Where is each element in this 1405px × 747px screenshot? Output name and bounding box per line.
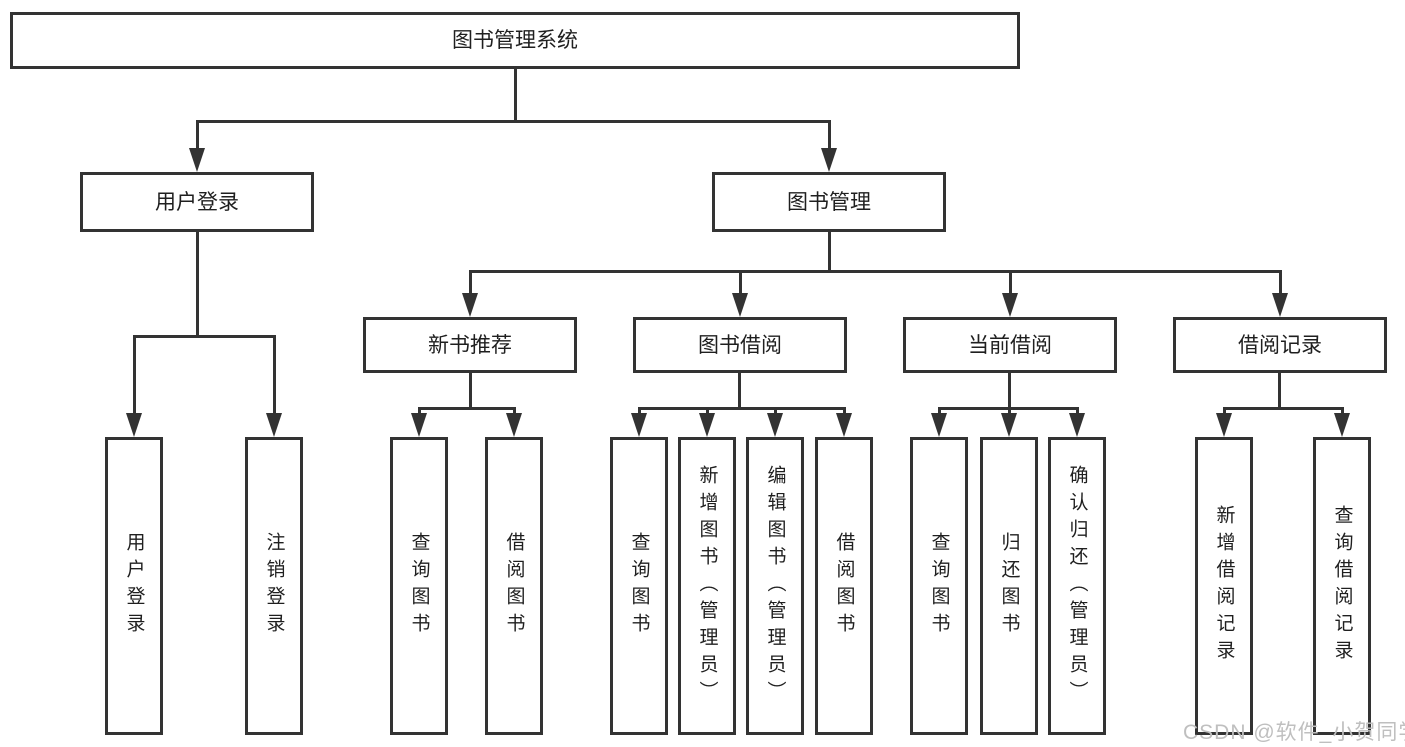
arrow-down-icon	[1272, 293, 1288, 317]
node-book-management: 图书管理	[712, 172, 946, 232]
arrow-down-icon	[931, 413, 947, 437]
node-new-book-recommendation: 新书推荐	[363, 317, 577, 373]
connector-userlogin-rail	[133, 335, 276, 338]
csdn-watermark: CSDN @软件_小贺同学	[1183, 721, 1405, 744]
connector-root-rail	[196, 120, 831, 123]
leaf-edit-books-admin: 编辑图书（管理员）	[746, 437, 804, 735]
connector-current-stem	[1008, 372, 1011, 410]
node-user-login: 用户登录	[80, 172, 314, 232]
arrow-down-icon	[732, 293, 748, 317]
leaf-confirm-return-admin: 确认归还（管理员）	[1048, 437, 1106, 735]
connector-records-stem	[1278, 372, 1281, 410]
node-borrowing-records: 借阅记录	[1173, 317, 1387, 373]
arrow-down-icon	[821, 148, 837, 172]
arrow-down-icon	[189, 148, 205, 172]
arrow-down-icon	[126, 413, 142, 437]
arrow-down-icon	[1334, 413, 1350, 437]
leaf-query-books-borrowing: 查询图书	[610, 437, 668, 735]
arrow-down-icon	[266, 413, 282, 437]
connector-drop	[273, 335, 276, 417]
leaf-user-login: 用户登录	[105, 437, 163, 735]
connector-drop	[133, 335, 136, 417]
arrow-down-icon	[836, 413, 852, 437]
arrow-down-icon	[767, 413, 783, 437]
connector-drop	[1279, 270, 1282, 297]
leaf-add-borrow-record: 新增借阅记录	[1195, 437, 1253, 735]
connector-bookmgmt-stem	[828, 232, 831, 270]
arrow-down-icon	[462, 293, 478, 317]
node-root-library-system: 图书管理系统	[10, 12, 1020, 69]
leaf-add-books-admin: 新增图书（管理员）	[678, 437, 736, 735]
arrow-down-icon	[1001, 413, 1017, 437]
leaf-query-books-current: 查询图书	[910, 437, 968, 735]
leaf-borrow-books-recommend: 借阅图书	[485, 437, 543, 735]
connector-drop	[739, 270, 742, 297]
connector-drop	[196, 120, 199, 152]
arrow-down-icon	[506, 413, 522, 437]
connector-root-stem	[514, 68, 517, 120]
connector-borrowing-stem	[738, 372, 741, 410]
connector-drop	[1009, 270, 1012, 297]
connector-borrowing-rail	[638, 407, 846, 410]
arrow-down-icon	[699, 413, 715, 437]
connector-drop	[828, 120, 831, 152]
leaf-borrow-books-borrowing: 借阅图书	[815, 437, 873, 735]
connector-drop	[469, 270, 472, 297]
connector-recommend-stem	[469, 372, 472, 410]
leaf-return-books: 归还图书	[980, 437, 1038, 735]
arrow-down-icon	[631, 413, 647, 437]
connector-userlogin-stem	[196, 232, 199, 335]
connector-bookmgmt-rail	[469, 270, 1282, 273]
connector-recommend-rail	[418, 407, 516, 410]
leaf-logout: 注销登录	[245, 437, 303, 735]
leaf-query-borrow-record: 查询借阅记录	[1313, 437, 1371, 735]
node-book-borrowing: 图书借阅	[633, 317, 847, 373]
arrow-down-icon	[1002, 293, 1018, 317]
arrow-down-icon	[1216, 413, 1232, 437]
leaf-query-books-recommend: 查询图书	[390, 437, 448, 735]
node-current-borrowing: 当前借阅	[903, 317, 1117, 373]
arrow-down-icon	[411, 413, 427, 437]
connector-records-rail	[1223, 407, 1344, 410]
arrow-down-icon	[1069, 413, 1085, 437]
